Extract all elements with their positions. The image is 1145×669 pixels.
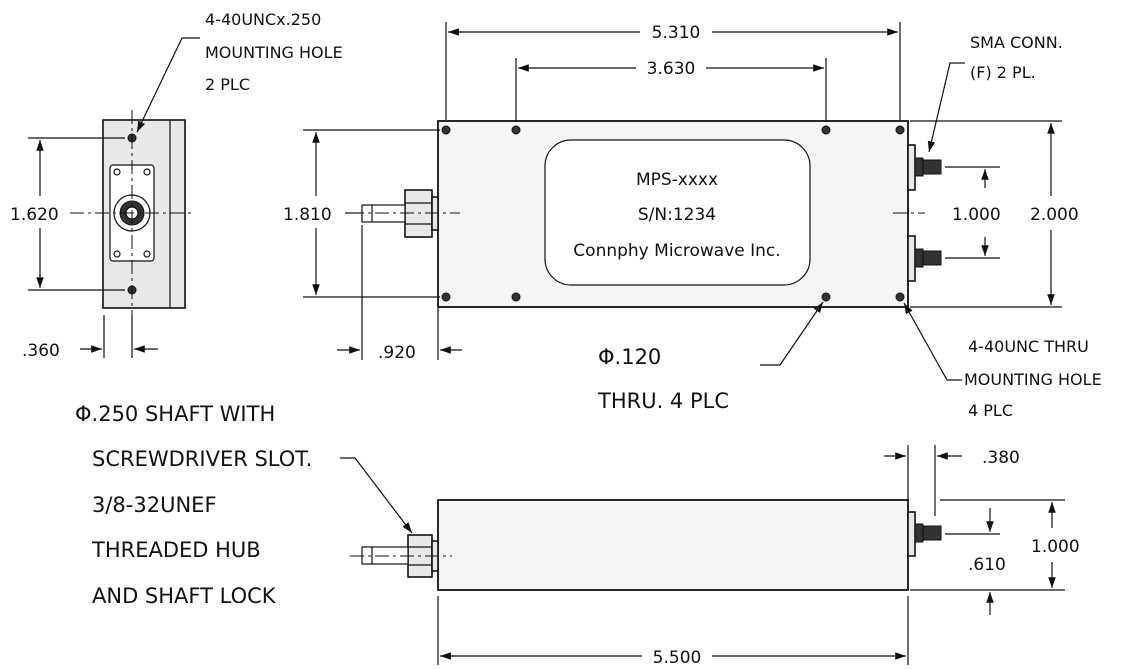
sma-connector-top bbox=[914, 157, 924, 177]
shaft-note-line: THREADED HUB bbox=[91, 538, 261, 562]
top-view: MPS-xxxx S/N:1234 Connphy Microwave Inc.… bbox=[283, 22, 1102, 420]
sma-leader bbox=[927, 62, 965, 153]
dim-3630: 3.630 bbox=[647, 59, 696, 79]
end-view: 4-40UNCx.250 MOUNTING HOLE 2 PLC 1.620 .… bbox=[10, 10, 343, 361]
top-view-thru-hole bbox=[511, 292, 521, 302]
label-model: MPS-xxxx bbox=[636, 170, 718, 190]
dim-5500: 5.500 bbox=[653, 648, 702, 668]
sma-flange-bottom bbox=[907, 235, 916, 282]
end-view-note-line: MOUNTING HOLE bbox=[205, 43, 343, 62]
top-view-thru-hole bbox=[821, 125, 831, 135]
top-view-corner-hole bbox=[895, 125, 905, 135]
dim-1000-connectors: 1.000 bbox=[952, 205, 1001, 225]
shaft-note-line: AND SHAFT LOCK bbox=[92, 584, 277, 608]
side-view-sma-thread bbox=[922, 525, 942, 541]
sma-note-line: SMA CONN. bbox=[970, 33, 1063, 52]
dim-360: .360 bbox=[22, 341, 60, 361]
side-view-sma-connector bbox=[914, 523, 924, 543]
sma-note-line: (F) 2 PL. bbox=[970, 63, 1036, 82]
sma-connector-bottom bbox=[914, 248, 924, 268]
thru-hole-note-line: 4 PLC bbox=[968, 401, 1013, 420]
dim-1620: 1.620 bbox=[10, 205, 59, 225]
thru-hole-note-line: 4-40UNC THRU bbox=[968, 337, 1089, 356]
top-view-thru-hole bbox=[511, 125, 521, 135]
top-view-corner-hole bbox=[441, 125, 451, 135]
dim-380: .380 bbox=[982, 448, 1020, 468]
end-view-plate-hole bbox=[113, 168, 121, 176]
dim-1810: 1.810 bbox=[283, 205, 332, 225]
side-view-body bbox=[437, 499, 909, 591]
top-view-corner-hole bbox=[895, 292, 905, 302]
end-view-plate-hole bbox=[143, 250, 151, 258]
shaft-note-line: SCREWDRIVER SLOT. bbox=[92, 447, 312, 471]
end-view-note-line: 4-40UNCx.250 bbox=[205, 10, 321, 29]
top-view-corner-hole bbox=[441, 292, 451, 302]
sma-connector-bottom-thread bbox=[922, 250, 942, 266]
dim-5310: 5.310 bbox=[652, 23, 701, 43]
dim-610: .610 bbox=[968, 555, 1006, 575]
dim-920: .920 bbox=[378, 343, 416, 363]
hole-dia-leader bbox=[760, 301, 824, 366]
thru-hole-note-line: MOUNTING HOLE bbox=[964, 370, 1102, 389]
label-box bbox=[544, 139, 811, 286]
shaft-note-line: 3/8-32UNEF bbox=[92, 493, 217, 517]
shaft-note-leader bbox=[340, 457, 413, 534]
side-view: Φ.250 SHAFT WITH SCREWDRIVER SLOT. 3/8-3… bbox=[75, 402, 1080, 668]
end-view-plate-hole bbox=[113, 250, 121, 258]
label-company: Connphy Microwave Inc. bbox=[573, 241, 780, 261]
end-view-note-line: 2 PLC bbox=[205, 75, 250, 94]
thru-hole-leader bbox=[903, 302, 962, 381]
shaft-note-line: Φ.250 SHAFT WITH bbox=[75, 402, 275, 426]
hole-dia-note-line: THRU. 4 PLC bbox=[597, 389, 729, 413]
sma-flange-top bbox=[907, 144, 916, 191]
dim-1000-side: 1.000 bbox=[1031, 537, 1080, 557]
top-view-thru-hole bbox=[821, 292, 831, 302]
label-serial: S/N:1234 bbox=[638, 205, 716, 225]
end-view-leader bbox=[136, 37, 200, 133]
sma-connector-top-thread bbox=[922, 159, 942, 175]
dim-2000: 2.000 bbox=[1030, 205, 1079, 225]
hole-dia-note-line: Φ.120 bbox=[598, 345, 661, 369]
side-view-sma-flange bbox=[907, 511, 916, 557]
end-view-plate-hole bbox=[143, 168, 151, 176]
